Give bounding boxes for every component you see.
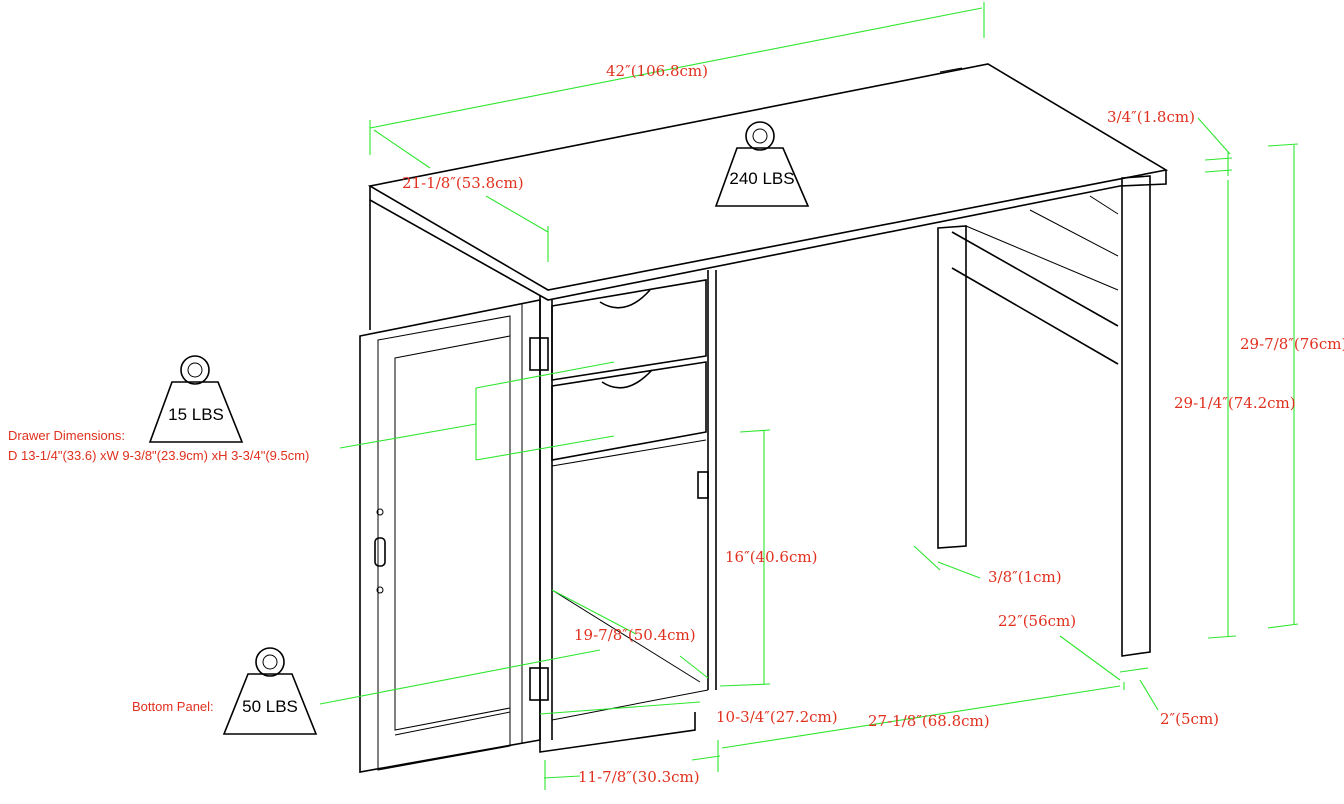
cabinet-depth-dimension: 19-7/8″(50.4cm) — [574, 626, 696, 644]
leg-depth-dimension: 22″(56cm) — [998, 612, 1076, 630]
notes: Drawer Dimensions: D 13-1/4"(33.6) xW 9-… — [8, 428, 309, 714]
leg-thickness-dimension: 3/8″(1cm) — [988, 568, 1062, 586]
bottom-panel-label: Bottom Panel: — [132, 699, 214, 714]
bottom-weight-shape — [222, 647, 318, 735]
top-thickness-dimension: 3/4″(1.8cm) — [1107, 108, 1195, 126]
cabinet-width-dimension: 11-7/8″(30.3cm) — [578, 768, 700, 786]
base-height-dimension: 10-3/4″(27.2cm) — [716, 708, 838, 726]
bottom-weight-label: 50 LBS — [242, 697, 298, 716]
top-weight-label: 240 LBS — [729, 169, 794, 188]
desk-drawing — [148, 63, 1169, 773]
inner-height-dimension: 29-1/4″(74.2cm) — [1174, 394, 1296, 412]
drawer-dimensions-label: Drawer Dimensions: — [8, 428, 125, 443]
drawer-weight-shape — [148, 355, 244, 443]
leg-width-dimension: 2″(5cm) — [1160, 710, 1219, 728]
width-dimension: 42″(106.8cm) — [606, 62, 708, 80]
weight-labels: 240 LBS 15 LBS 50 LBS — [168, 169, 795, 716]
depth-top-dimension: 21-1/8″(53.8cm) — [402, 174, 524, 192]
dimension-labels: 42″(106.8cm) 21-1/8″(53.8cm) 3/4″(1.8cm)… — [402, 62, 1344, 786]
dimension-lines — [319, 2, 1299, 790]
top-weight-shape — [714, 121, 810, 207]
leg-span-dimension: 27-1/8″(68.8cm) — [868, 712, 990, 730]
overall-height-dimension: 29-7/8″(76cm) — [1240, 335, 1344, 353]
cabinet-height-dimension: 16″(40.6cm) — [725, 548, 817, 566]
drawer-weight-label: 15 LBS — [168, 405, 224, 424]
drawer-dimensions-detail: D 13-1/4"(33.6) xW 9-3/8"(23.9cm) xH 3-3… — [8, 448, 309, 463]
